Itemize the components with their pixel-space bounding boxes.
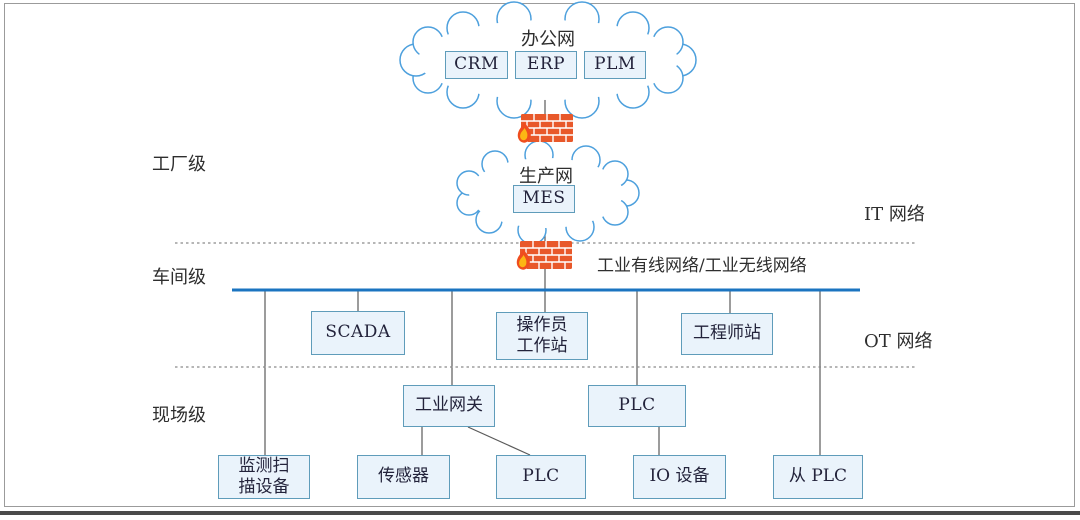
connector-lines [264,94,821,456]
node-plm: PLM [584,51,646,79]
zone-label-it: IT 网络 [864,204,925,225]
zone-label-ot: OT 网络 [864,331,933,352]
page-bottom-rule [0,511,1080,515]
firewall-icon [516,240,573,271]
node-monitor-scan-device: 监测扫 描设备 [218,455,310,499]
level-label-field: 现场级 [152,405,206,426]
node-erp: ERP [515,51,577,79]
level-label-workshop: 车间级 [152,267,206,288]
bus-label: 工业有线网络/工业无线网络 [597,256,807,276]
node-plc-master: PLC [588,385,686,427]
node-crm: CRM [445,51,508,79]
node-sensor: 传感器 [357,455,450,499]
firewall-icon [517,113,574,144]
diagram-frame [4,3,1075,507]
node-scada: SCADA [311,311,405,355]
node-plc-field: PLC [496,455,586,499]
node-mes: MES [513,185,575,213]
node-plc-slave: 从 PLC [773,455,863,499]
office-cloud-title: 办公网 [521,29,575,50]
node-operator-workstation: 操作员 工作站 [496,312,588,360]
node-engineer-station: 工程师站 [681,313,773,355]
node-io-device: IO 设备 [633,455,726,499]
node-industrial-gateway: 工业网关 [403,385,495,427]
production-cloud-title: 生产网 [519,166,573,187]
production-cloud-shape [456,140,640,245]
level-label-factory: 工厂级 [152,154,206,175]
